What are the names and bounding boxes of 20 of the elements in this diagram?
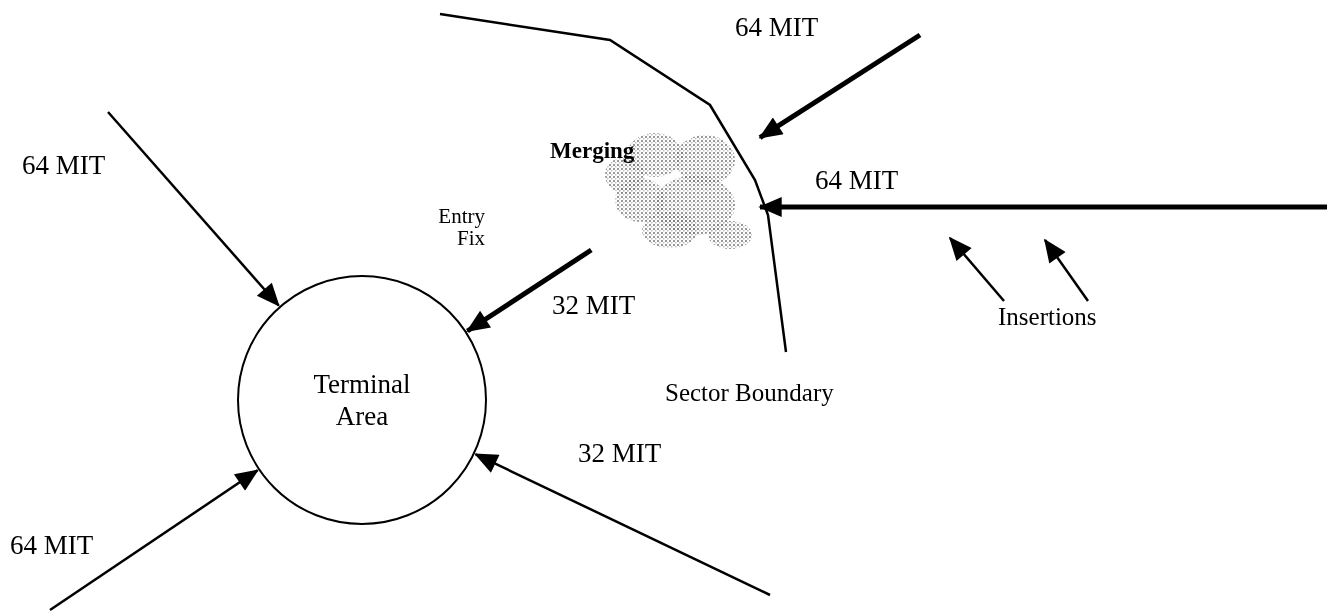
terminal-area-circle [237,275,487,525]
edge-label: 64 MIT [815,165,899,196]
arrow [466,247,593,334]
arrow [107,111,280,307]
arrow [758,32,922,140]
sector-boundary-label: Sector Boundary [665,378,835,408]
edge-label: 32 MIT [552,290,636,321]
arrow [49,469,259,612]
edge-label: 32 MIT [578,438,662,469]
arrow [948,236,1005,302]
edge-label: 64 MIT [735,12,819,43]
entry-fix-label: Entry Fix [437,205,485,250]
arrow [474,453,771,597]
arrow [1043,238,1090,302]
edge-label: 64 MIT [10,530,94,561]
arrow [758,197,1327,217]
edge-label: 64 MIT [22,150,106,181]
node-label: Merging [550,138,635,164]
node-label: Terminal Area [312,367,412,433]
node-label: Insertions [998,302,1097,332]
